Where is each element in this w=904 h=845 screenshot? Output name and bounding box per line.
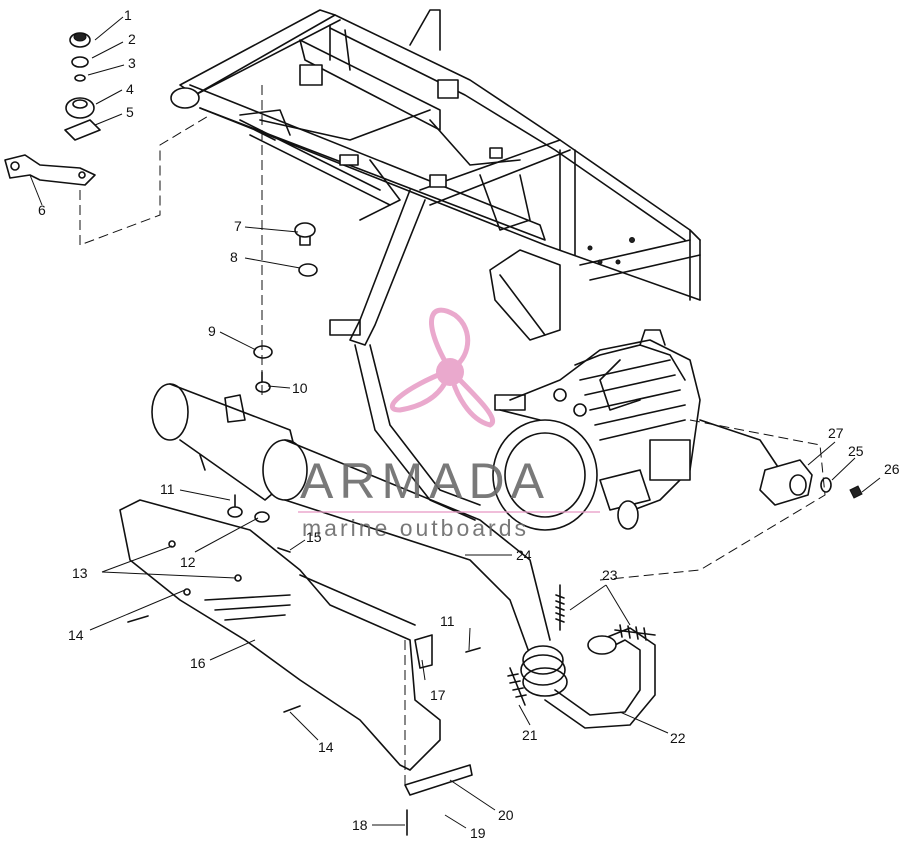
callout-19: 19 bbox=[470, 825, 486, 841]
callout-24: 24 bbox=[516, 547, 532, 563]
callout-22: 22 bbox=[670, 730, 686, 746]
callout-15: 15 bbox=[306, 529, 322, 545]
callout-2: 2 bbox=[128, 31, 136, 47]
propeller-logo-icon bbox=[389, 307, 496, 428]
callout-17: 17 bbox=[430, 687, 446, 703]
callout-7: 7 bbox=[234, 218, 242, 234]
callout-18: 18 bbox=[352, 817, 368, 833]
callout-labels: 1 2 3 4 5 6 7 8 9 10 11 12 13 14 15 16 1… bbox=[38, 7, 900, 841]
callout-25: 25 bbox=[848, 443, 864, 459]
callout-9: 9 bbox=[208, 323, 216, 339]
callout-12: 12 bbox=[180, 554, 196, 570]
callout-5: 5 bbox=[126, 104, 134, 120]
springs bbox=[507, 584, 656, 706]
callout-10: 10 bbox=[292, 380, 308, 396]
heat-shield bbox=[119, 499, 441, 771]
hardware bbox=[127, 222, 863, 836]
callout-1: 1 bbox=[124, 7, 132, 23]
mount-stack bbox=[4, 32, 101, 186]
callout-11b: 11 bbox=[440, 613, 455, 629]
watermark-brand: ARMADA bbox=[300, 453, 550, 509]
exhaust-pipe bbox=[520, 627, 656, 729]
engine bbox=[492, 329, 781, 531]
callout-4: 4 bbox=[126, 81, 134, 97]
callout-11: 11 bbox=[160, 481, 175, 497]
callout-23: 23 bbox=[602, 567, 618, 583]
leader-lines bbox=[29, 16, 881, 829]
callout-14: 14 bbox=[68, 627, 84, 643]
callout-21: 21 bbox=[522, 727, 538, 743]
armada-watermark: ARMADA marine outboards bbox=[298, 307, 600, 541]
callout-14b: 14 bbox=[318, 739, 334, 755]
callout-27: 27 bbox=[828, 425, 844, 441]
callout-8: 8 bbox=[230, 249, 238, 265]
callout-3: 3 bbox=[128, 55, 136, 71]
callout-20: 20 bbox=[498, 807, 514, 823]
muffler bbox=[151, 383, 551, 656]
callout-6: 6 bbox=[38, 202, 46, 218]
callout-13: 13 bbox=[72, 565, 88, 581]
watermark-tagline: marine outboards bbox=[302, 515, 529, 541]
callout-26: 26 bbox=[884, 461, 900, 477]
vehicle-frame bbox=[170, 9, 701, 521]
assembly-guides bbox=[79, 85, 826, 790]
callout-16: 16 bbox=[190, 655, 206, 671]
